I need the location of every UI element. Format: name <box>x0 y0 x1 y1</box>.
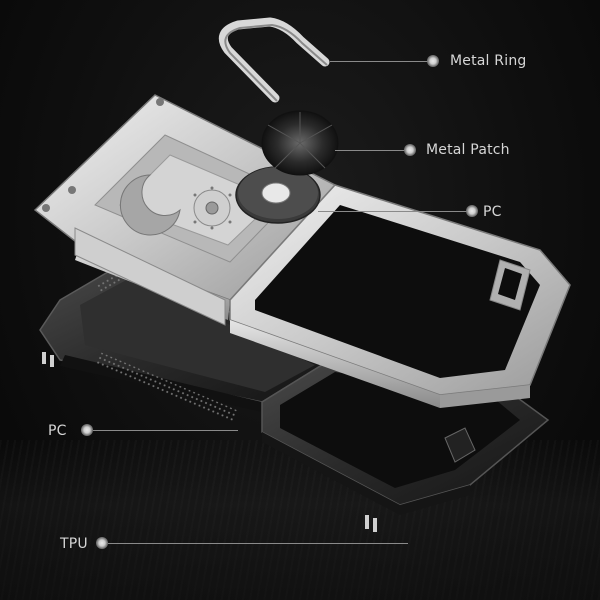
label-pc-bottom: PC <box>48 423 67 439</box>
callout-dot-icon <box>81 424 93 436</box>
label-pc-top: PC <box>483 204 502 220</box>
callout-dot-icon <box>96 537 108 549</box>
callout-dot-icon <box>466 205 478 217</box>
label-metal-ring: Metal Ring <box>450 53 527 69</box>
leader-line <box>335 150 405 151</box>
leader-line <box>318 211 468 212</box>
callout-dot-icon <box>427 55 439 67</box>
leader-line <box>330 61 428 62</box>
silver-case-top <box>33 94 571 408</box>
label-metal-patch: Metal Patch <box>426 142 510 158</box>
leader-line <box>93 430 238 431</box>
leader-line <box>108 543 408 544</box>
label-tpu: TPU <box>60 536 88 552</box>
callout-dot-icon <box>404 144 416 156</box>
metal-ring <box>218 17 330 103</box>
metal-patch <box>261 110 339 176</box>
textured-floor <box>0 440 600 600</box>
pc-ring-base <box>235 166 321 224</box>
